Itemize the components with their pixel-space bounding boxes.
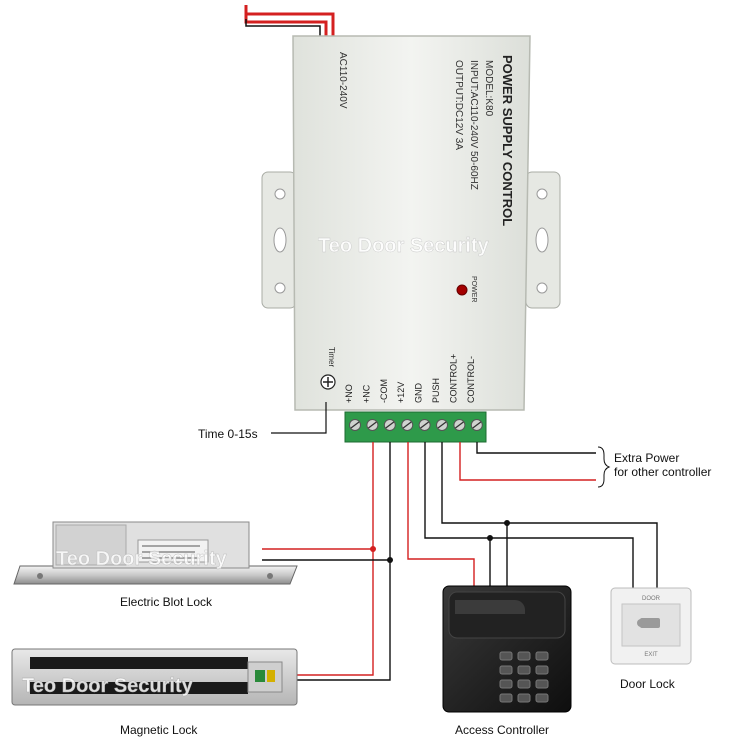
terminal-label: +NO (344, 384, 354, 403)
terminal-screw-slot (420, 421, 429, 429)
access-controller-label: Access Controller (455, 723, 549, 737)
door-exit-button: DOOR EXIT (610, 587, 692, 665)
power-led-label: POWER (470, 276, 477, 302)
power-supply-unit: POWER SUPPLY CONTROL MODEL:K80 INPUT:AC1… (292, 35, 531, 411)
wires (262, 442, 658, 681)
watermark-maglock: Teo Door Security (22, 675, 194, 697)
bolt-lock-label: Electric Blot Lock (120, 595, 213, 609)
terminal-screw-slot (385, 421, 395, 429)
psu-output-rating: OUTPUT:DC12V 3A (453, 60, 464, 150)
keypad-key (535, 665, 549, 675)
timer-label: Timer (327, 347, 336, 367)
keypad-key (499, 679, 513, 689)
terminal-label: -COM (379, 379, 389, 403)
extra-power-line2: for other controller (614, 465, 711, 479)
watermark-bolt: Teo Door Security (56, 548, 228, 570)
timer-annotation: Time 0-15s (198, 402, 327, 441)
terminal-block (344, 411, 487, 443)
terminal-screw-slot (402, 421, 412, 429)
terminal-screw-slot (455, 421, 464, 429)
keypad-key (517, 665, 531, 675)
mounting-bracket-right (525, 171, 561, 309)
terminal-label: PUSH (431, 378, 441, 403)
exit-top-text: DOOR (642, 596, 661, 602)
psu-ac-label: AC110-240V (337, 52, 348, 109)
access-controller (442, 585, 572, 713)
terminal-labels: +NO +NC -COM +12V GND PUSH CONTROL+ CONTROL- (344, 354, 476, 403)
magnetic-lock (11, 648, 298, 706)
terminal-screw-slot (437, 421, 447, 429)
magnetic-lock-label: Magnetic Lock (120, 723, 198, 737)
keypad (499, 651, 549, 703)
extra-power-line1: Extra Power (614, 451, 679, 465)
keypad-key (535, 651, 549, 661)
power-led-icon (456, 284, 468, 296)
terminal-screw-slot (350, 421, 360, 429)
terminal-screw-slot (472, 421, 482, 429)
terminal-label: GND (414, 383, 424, 404)
keypad-key (535, 679, 549, 689)
terminal-label: +12V (396, 382, 406, 403)
keypad-key (517, 679, 531, 689)
mounting-bracket-left (261, 171, 297, 309)
keypad-key (499, 651, 513, 661)
keypad-key (517, 693, 531, 703)
keypad-key (535, 693, 549, 703)
terminal-screw-slot (368, 421, 377, 429)
door-lock-label: Door Lock (620, 677, 676, 691)
watermark: Teo Door Security (318, 235, 490, 257)
ac-input-wires (244, 5, 335, 36)
keypad-key (499, 693, 513, 703)
psu-title: POWER SUPPLY CONTROL (500, 55, 515, 226)
psu-model: MODEL:K80 (483, 60, 494, 117)
terminal-label: CONTROL- (466, 356, 476, 403)
exit-bottom-text: EXIT (644, 652, 658, 658)
keypad-key (499, 665, 513, 675)
electric-bolt-lock (13, 521, 298, 585)
psu-input-rating: INPUT:AC110-240V 50-60HZ (468, 60, 479, 190)
terminal-label: +NC (361, 384, 371, 403)
keypad-key (517, 651, 531, 661)
timer-note: Time 0-15s (198, 427, 258, 441)
terminal-label: CONTROL+ (448, 354, 458, 403)
